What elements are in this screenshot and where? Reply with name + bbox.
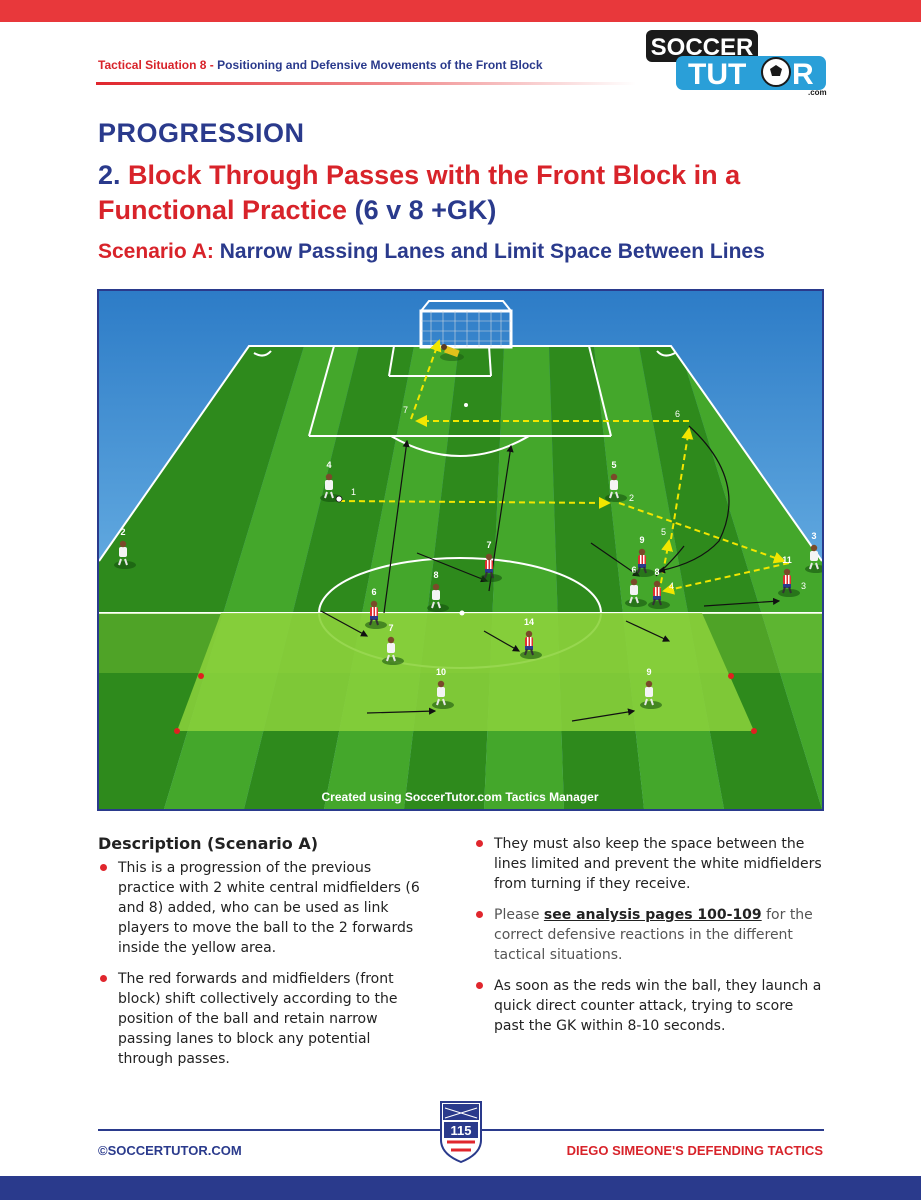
page-number-badge: 115 bbox=[440, 1101, 482, 1164]
bullet-2: The red forwards and midfielders (front … bbox=[98, 969, 428, 1069]
description-list-right: They must also keep the space between th… bbox=[474, 834, 824, 1036]
red-player: 7 bbox=[480, 540, 502, 582]
bullet-2-text: The red forwards and midfielders (front … bbox=[118, 971, 398, 1067]
pass-number-labels: 1 2 3 4 5 6 7 bbox=[351, 405, 806, 591]
soccertutor-logo: SOCCER TUT R .com bbox=[646, 30, 827, 97]
svg-text:7: 7 bbox=[403, 405, 408, 415]
bullet-3: They must also keep the space between th… bbox=[474, 834, 824, 894]
progression-label: PROGRESSION bbox=[98, 118, 305, 148]
title-count: (6 v 8 +GK) bbox=[354, 195, 497, 225]
svg-text:R: R bbox=[792, 58, 814, 91]
svg-text:2: 2 bbox=[629, 493, 634, 503]
svg-text:3: 3 bbox=[801, 581, 806, 591]
description-list-left: This is a progression of the previous pr… bbox=[98, 858, 428, 1069]
footer-book-title: DIEGO SIMEONE'S DEFENDING TACTICS bbox=[566, 1143, 823, 1158]
svg-text:5: 5 bbox=[611, 460, 616, 470]
svg-text:7: 7 bbox=[388, 623, 393, 633]
bullet-5: As soon as the reds win the ball, they l… bbox=[474, 976, 824, 1036]
svg-text:.com: .com bbox=[808, 88, 827, 97]
white-player: 2 bbox=[114, 527, 136, 569]
movement-arrows bbox=[320, 425, 781, 722]
header-divider bbox=[96, 82, 636, 85]
white-player: 10 bbox=[432, 667, 454, 709]
description-heading: Description (Scenario A) bbox=[98, 834, 319, 853]
svg-text:115: 115 bbox=[451, 1123, 472, 1138]
svg-text:8: 8 bbox=[433, 570, 438, 580]
bullet-1-text: This is a progression of the previous pr… bbox=[118, 860, 420, 956]
svg-text:6: 6 bbox=[675, 409, 680, 419]
centre-spot bbox=[459, 610, 465, 616]
bullet-3-text: They must also keep the space between th… bbox=[494, 836, 822, 892]
analysis-pages-link[interactable]: see analysis pages 100-109 bbox=[543, 907, 762, 923]
practice-title: 2. Block Through Passes with the Front B… bbox=[98, 158, 818, 228]
white-player: 6 bbox=[625, 565, 647, 607]
title-number: 2. bbox=[98, 160, 121, 190]
bullet-5-text: As soon as the reds win the ball, they l… bbox=[494, 978, 822, 1034]
svg-text:4: 4 bbox=[326, 460, 331, 470]
red-player: 6 bbox=[365, 587, 387, 629]
running-header: Tactical Situation 8 - Positioning and D… bbox=[98, 58, 543, 72]
white-player: 7 bbox=[382, 623, 404, 665]
svg-text:5: 5 bbox=[661, 527, 666, 537]
passing-sequence bbox=[338, 339, 790, 595]
white-player: 8 bbox=[427, 570, 449, 612]
bullet-4-pre: Please bbox=[494, 907, 544, 923]
svg-text:6: 6 bbox=[631, 565, 636, 575]
zone-cones bbox=[174, 673, 757, 734]
svg-text:10: 10 bbox=[436, 667, 446, 677]
white-player: 3 bbox=[805, 531, 822, 573]
bullet-dot-icon bbox=[100, 864, 107, 871]
bullet-4: Please see analysis pages 100-109 for th… bbox=[474, 905, 824, 965]
svg-text:9: 9 bbox=[646, 667, 651, 677]
svg-text:11: 11 bbox=[782, 555, 792, 565]
footer-copyright: ©SOCCERTUTOR.COM bbox=[98, 1143, 242, 1158]
title-main: Block Through Passes with the Front Bloc… bbox=[98, 160, 741, 225]
svg-text:7: 7 bbox=[486, 540, 491, 550]
scenario-label: Scenario A: bbox=[98, 240, 214, 263]
ball-icon bbox=[335, 495, 343, 503]
bullet-dot-icon bbox=[100, 975, 107, 982]
svg-text:8: 8 bbox=[654, 567, 659, 577]
header-separator: - bbox=[206, 58, 218, 72]
svg-text:TUT: TUT bbox=[688, 58, 746, 91]
red-player: 14 bbox=[520, 617, 542, 659]
red-player: 11 bbox=[778, 555, 800, 597]
svg-text:6: 6 bbox=[371, 587, 376, 597]
svg-text:14: 14 bbox=[524, 617, 534, 627]
bottom-color-bar bbox=[0, 1176, 921, 1200]
description-right-column: They must also keep the space between th… bbox=[474, 834, 824, 1047]
white-player: 9 bbox=[640, 667, 662, 709]
bullet-dot-icon bbox=[476, 982, 483, 989]
scenario-heading: Scenario A: Narrow Passing Lanes and Lim… bbox=[98, 240, 765, 264]
goalkeeper bbox=[440, 344, 464, 361]
bullet-1: This is a progression of the previous pr… bbox=[98, 858, 428, 958]
bullet-dot-icon bbox=[476, 911, 483, 918]
svg-text:4: 4 bbox=[669, 581, 674, 591]
penalty-spot bbox=[464, 403, 468, 407]
header-subtitle: Positioning and Defensive Movements of t… bbox=[217, 58, 543, 72]
svg-text:1: 1 bbox=[351, 487, 356, 497]
bullet-4-post: for the correct defensive reactions in t… bbox=[494, 907, 813, 963]
pitch-stripes bbox=[99, 346, 822, 809]
svg-text:2: 2 bbox=[120, 527, 125, 537]
bullet-dot-icon bbox=[476, 840, 483, 847]
red-player: 8 bbox=[648, 567, 670, 609]
top-color-bar bbox=[0, 0, 921, 22]
diagram-credit: Created using SoccerTutor.com Tactics Ma… bbox=[322, 790, 599, 804]
svg-text:3: 3 bbox=[811, 531, 816, 541]
svg-text:9: 9 bbox=[639, 535, 644, 545]
yellow-area bbox=[177, 613, 754, 731]
scenario-text: Narrow Passing Lanes and Limit Space Bet… bbox=[219, 240, 765, 263]
header-situation: Tactical Situation 8 bbox=[98, 58, 207, 72]
description-left-column: Description (Scenario A) This is a progr… bbox=[98, 834, 428, 1080]
red-player: 9 bbox=[633, 535, 655, 577]
white-player: 5 bbox=[605, 460, 627, 502]
